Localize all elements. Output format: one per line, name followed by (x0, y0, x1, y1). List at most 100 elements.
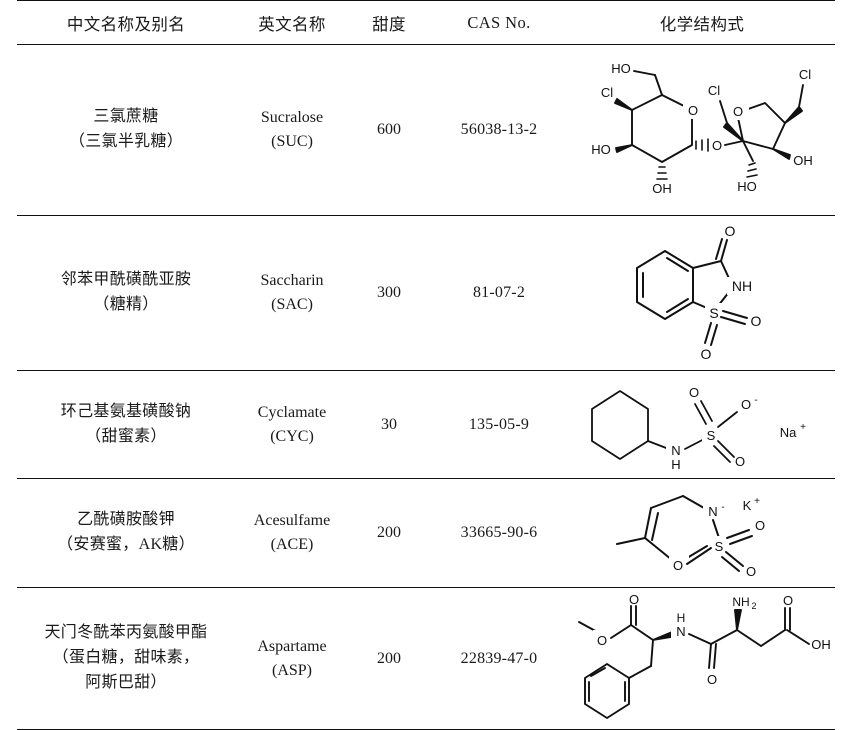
chinese-name-alias: （糖精） (93, 296, 159, 313)
cell-cas-no: 81-07-2 (472, 284, 526, 301)
chinese-name-primary: 乙酰磺胺酸钾 (77, 511, 175, 529)
table-row: 环己基氨基磺酸钠 （甜蜜素） Cyclamate (CYC) 30 135-05… (17, 371, 835, 479)
cell-cas-no: 22839-47-0 (460, 649, 538, 667)
svg-text:Cl: Cl (799, 67, 811, 82)
english-name: Saccharin (260, 272, 324, 289)
chinese-name-alias-cont: 阿斯巴甜） (85, 673, 167, 691)
english-abbreviation: (CYC) (270, 427, 314, 445)
svg-text:NH: NH (732, 595, 749, 609)
chinese-name-primary: 三氯蔗糖 (93, 108, 159, 126)
chinese-name-alias: （甜蜜素） (85, 427, 167, 445)
table-row: 邻苯甲酰磺酰亚胺 （糖精） Saccharin (SAC) 300 81-07-… (17, 216, 835, 371)
cell-english-name: Cyclamate (CYC) (235, 371, 349, 479)
table-header-row: 中文名称及别名 英文名称 甜度 CAS No. 化学结构式 (17, 0, 835, 45)
cell-structure: O NH S O (569, 216, 835, 371)
svg-text:O: O (755, 518, 765, 533)
english-name: Acesulfame (253, 512, 331, 529)
cell-english-name: Saccharin (SAC) (235, 216, 349, 371)
cell-cas-no: 56038-13-2 (460, 121, 538, 138)
english-abbreviation: (SAC) (271, 296, 313, 313)
svg-text:2: 2 (751, 601, 756, 611)
cell-chinese-name: 乙酰磺胺酸钾 （安赛蜜，AK糖） (17, 479, 235, 588)
acesulfame-structure: N - K + S O (571, 486, 833, 580)
svg-text:HO: HO (611, 61, 631, 76)
cell-structure: N H S O O (569, 371, 835, 479)
cell-sweetness: 600 (377, 121, 401, 138)
svg-text:O: O (597, 633, 607, 648)
svg-text:O: O (735, 454, 745, 469)
chinese-name-primary: 环己基氨基磺酸钠 (60, 402, 192, 420)
english-abbreviation: (ASP) (271, 661, 312, 679)
column-header-sweetness: 甜度 (372, 14, 406, 34)
cell-sweetness: 300 (377, 284, 401, 301)
svg-text:-: - (754, 395, 757, 406)
cell-chinese-name: 环己基氨基磺酸钠 （甜蜜素） (17, 371, 235, 479)
english-name: Cyclamate (257, 403, 327, 421)
saccharin-structure: O NH S O (571, 223, 833, 363)
svg-text:O: O (733, 104, 743, 119)
svg-text:O: O (741, 397, 751, 412)
svg-text:H: H (671, 457, 680, 471)
cell-structure: N - K + S O (569, 479, 835, 588)
svg-text:+: + (800, 422, 806, 433)
cell-sweetness: 200 (377, 649, 401, 667)
column-header-chinese-name: 中文名称及别名 (66, 14, 186, 34)
svg-text:S: S (707, 428, 716, 443)
svg-text:N: N (676, 624, 685, 639)
table-row: 天门冬酰苯丙氨酸甲酯 （蛋白糖，甜味素， 阿斯巴甜） Aspartame (AS… (17, 588, 835, 730)
svg-text:S: S (715, 539, 724, 554)
english-abbreviation: (ACE) (270, 536, 314, 553)
svg-text:K: K (743, 498, 752, 513)
cell-english-name: Sucralose (SUC) (235, 45, 349, 216)
english-name: Aspartame (257, 637, 327, 655)
cell-cas-no: 135-05-9 (468, 415, 530, 433)
svg-text:OH: OH (652, 181, 672, 196)
cell-english-name: Aspartame (ASP) (235, 588, 349, 730)
svg-text:Cl: Cl (601, 85, 613, 100)
cell-chinese-name: 邻苯甲酰磺酰亚胺 （糖精） (17, 216, 235, 371)
chinese-name-alias: （三氯半乳糖） (68, 133, 184, 150)
english-abbreviation: (SUC) (271, 133, 313, 150)
cell-sweetness: 30 (381, 415, 397, 433)
svg-text:H: H (677, 611, 686, 625)
cell-chinese-name: 天门冬酰苯丙氨酸甲酯 （蛋白糖，甜味素， 阿斯巴甜） (17, 588, 235, 730)
svg-text:O: O (783, 594, 793, 608)
column-header-cas-no: CAS No. (467, 12, 531, 32)
sucralose-structure: O HO Cl HO (571, 55, 833, 205)
svg-text:N: N (708, 504, 717, 519)
column-header-english-name: 英文名称 (258, 14, 326, 34)
svg-text:O: O (629, 594, 639, 607)
svg-text:O: O (689, 385, 699, 400)
svg-text:O: O (688, 103, 698, 118)
svg-text:OH: OH (793, 153, 813, 168)
cell-english-name: Acesulfame (ACE) (235, 479, 349, 588)
svg-text:O: O (746, 564, 756, 579)
svg-text:O: O (707, 672, 717, 687)
cell-structure: O O (569, 588, 835, 730)
svg-text:HO: HO (591, 142, 611, 157)
sweeteners-table: 中文名称及别名 英文名称 甜度 CAS No. 化学结构式 三氯蔗糖 （三氯半乳… (17, 0, 835, 730)
svg-text:Na: Na (780, 425, 797, 440)
svg-text:O: O (725, 223, 736, 239)
svg-text:S: S (709, 305, 718, 321)
english-name: Sucralose (260, 109, 324, 126)
chinese-name-alias: （安赛蜜，AK糖） (57, 536, 195, 553)
svg-text:O: O (712, 138, 722, 153)
cell-chinese-name: 三氯蔗糖 （三氯半乳糖） (17, 45, 235, 216)
table-sheet: 中文名称及别名 英文名称 甜度 CAS No. 化学结构式 三氯蔗糖 （三氯半乳… (17, 0, 835, 730)
column-header-structure: 化学结构式 (659, 14, 745, 34)
svg-text:O: O (701, 346, 712, 362)
svg-text:N: N (671, 443, 680, 458)
svg-text:O: O (673, 558, 683, 573)
chinese-name-alias: （蛋白糖，甜味素， (52, 649, 200, 667)
svg-text:-: - (721, 502, 724, 513)
table-row: 乙酰磺胺酸钾 （安赛蜜，AK糖） Acesulfame (ACE) 200 33… (17, 479, 835, 588)
chinese-name-primary: 邻苯甲酰磺酰亚胺 (60, 271, 192, 289)
svg-text:OH: OH (811, 637, 831, 652)
svg-text:Cl: Cl (708, 83, 720, 98)
svg-text:HO: HO (737, 179, 757, 194)
svg-text:NH: NH (732, 278, 752, 294)
cell-structure: O HO Cl HO (569, 45, 835, 216)
chinese-name-primary: 天门冬酰苯丙氨酸甲酯 (44, 624, 208, 642)
cell-cas-no: 33665-90-6 (460, 524, 538, 541)
